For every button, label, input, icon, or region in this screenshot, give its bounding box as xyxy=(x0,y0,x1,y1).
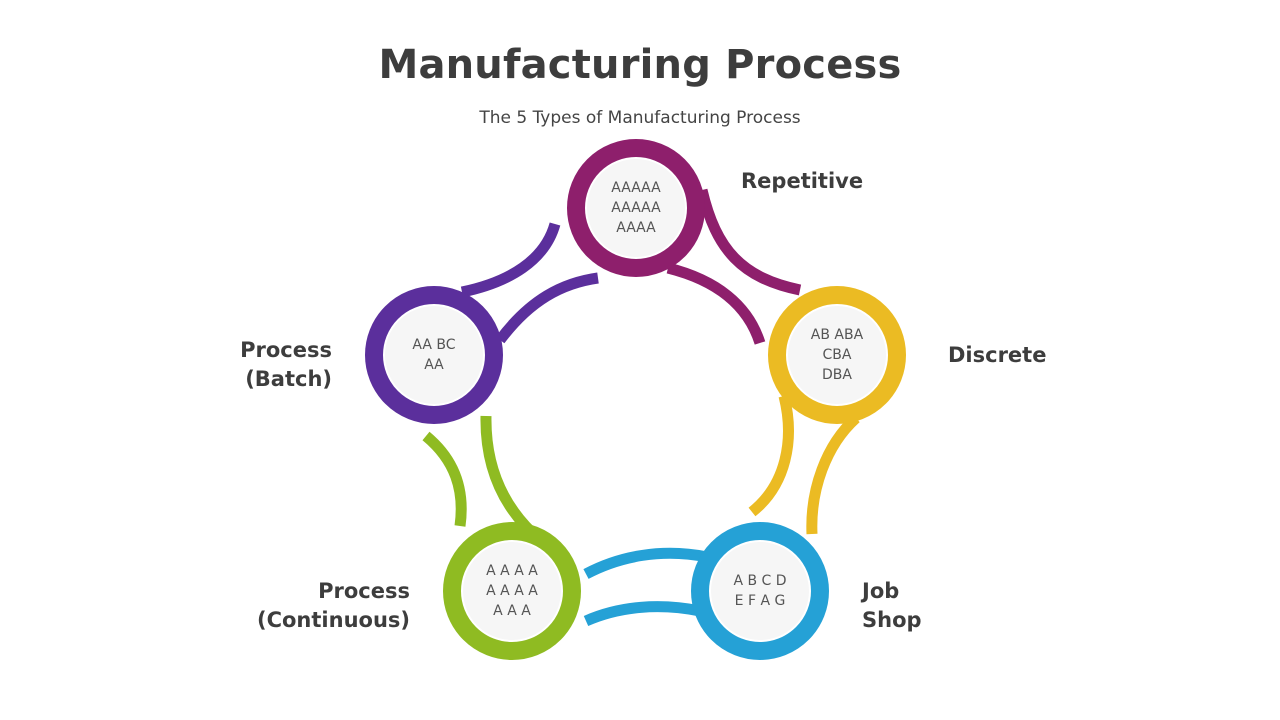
diagram-subtitle: The 5 Types of Manufacturing Process xyxy=(479,108,801,128)
stage-label-process-continuous: Process (Continuous) xyxy=(257,579,410,632)
connector-continuous-outer xyxy=(422,431,467,527)
diagram-title: Manufacturing Process xyxy=(378,42,902,88)
connector-batch-outer xyxy=(460,222,561,298)
process-continuous-node-text: A A A A A A A A A A A xyxy=(486,563,538,619)
connector-jobshop-inner xyxy=(583,547,709,579)
stage-label-repetitive: Repetitive xyxy=(741,169,864,193)
connector-repetitive-outer xyxy=(696,188,802,296)
connector-batch-inner xyxy=(495,272,599,344)
connector-discrete-inner xyxy=(748,394,794,517)
repetitive-node-text: AAAAA AAAAA AAAA xyxy=(611,180,661,236)
node-process-batch xyxy=(365,286,503,424)
job-shop-node-text: A B C D E F A G xyxy=(733,573,787,609)
process-batch-node-text: AA BC AA xyxy=(412,337,456,373)
connector-discrete-outer xyxy=(806,413,860,535)
stage-label-discrete: Discrete xyxy=(948,343,1047,367)
stage-label-process-batch: Process (Batch) xyxy=(240,338,332,391)
stage-label-job-shop: Job Shop xyxy=(862,579,922,632)
discrete-node-text: AB ABA CBA DBA xyxy=(810,327,864,383)
node-process-continuous xyxy=(443,522,581,660)
connector-continuous-inner xyxy=(480,415,544,545)
connector-repetitive-inner xyxy=(666,262,766,345)
node-repetitive xyxy=(567,139,705,277)
node-discrete xyxy=(768,286,906,424)
connector-jobshop-outer xyxy=(583,601,702,627)
node-job-shop xyxy=(691,522,829,660)
